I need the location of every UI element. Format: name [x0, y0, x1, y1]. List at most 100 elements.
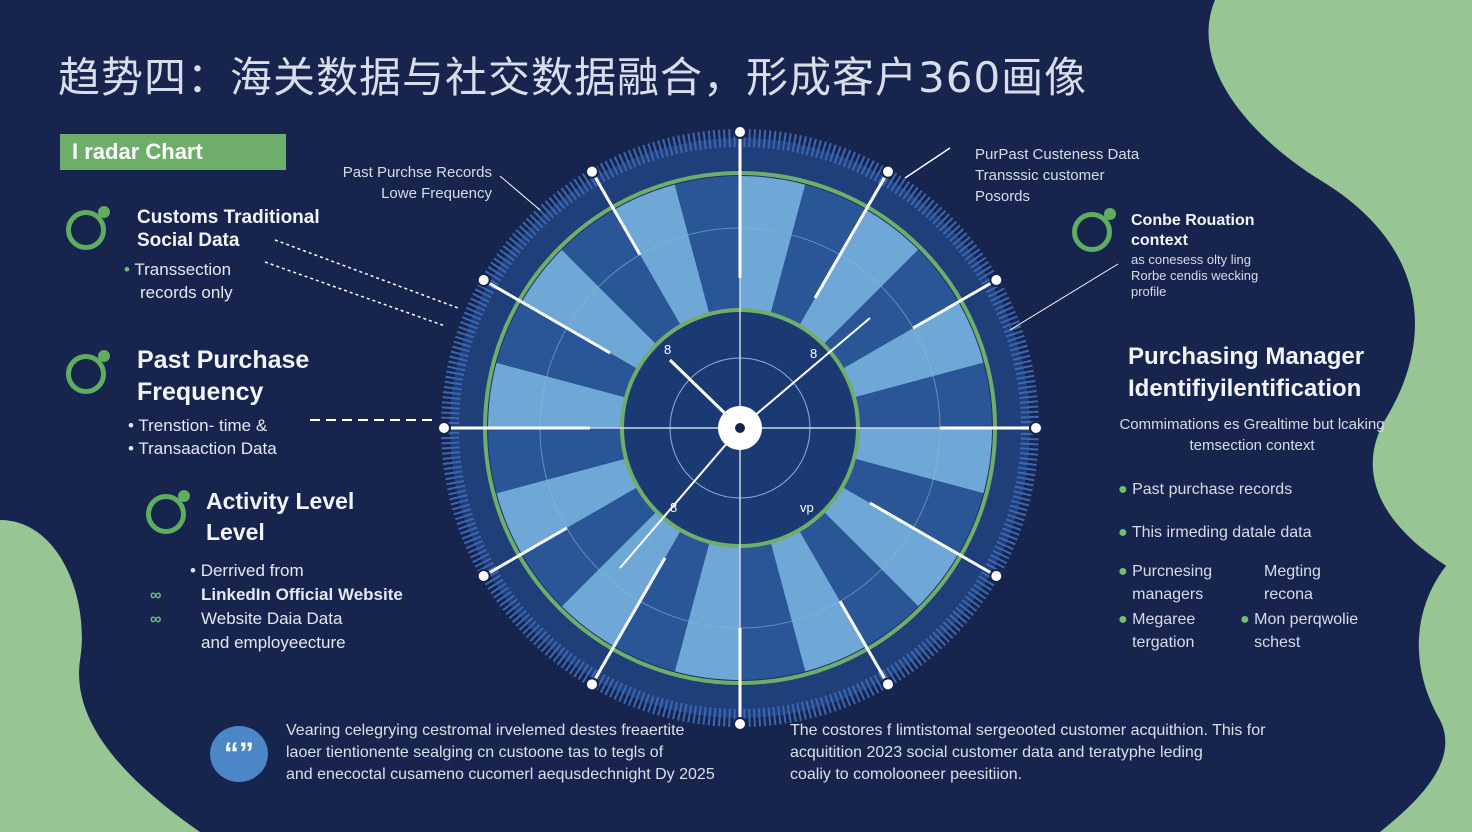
radar-wedge	[561, 511, 681, 647]
radar-spokes	[264, 125, 1119, 731]
right-list-item: ● Mon perqwolie schest	[1240, 608, 1358, 654]
left-block-3-bullet-4: and employeecture	[201, 633, 346, 652]
radar-wedge	[799, 511, 919, 647]
right-list-item-2: This irmeding datale data	[1131, 524, 1312, 541]
radar-wedge	[674, 176, 740, 315]
radar-needle	[739, 317, 871, 429]
left-block-2-title-line-1: Past Purchase	[137, 346, 310, 374]
radar-wedge	[853, 362, 992, 428]
right-list-item-4a: Megaree tergation	[1132, 611, 1196, 651]
right-block-2-sub-line-1: Commimations es Grealtime but lcaking	[1119, 416, 1385, 433]
radar-wedge	[823, 487, 959, 607]
radar-wedge	[521, 249, 657, 369]
footer-left-line-2: laoer tientionente sealging cn custoone …	[286, 744, 664, 761]
target-icon	[66, 350, 110, 394]
radar-mark-2: 8	[810, 346, 818, 361]
radar-wedge	[823, 249, 959, 369]
radar-wedge	[799, 209, 919, 345]
spoke-end-dot	[437, 421, 451, 435]
radar-wedge	[770, 184, 866, 326]
top-right-label-line-2: Transssic customer	[975, 167, 1105, 184]
radar-wedge	[614, 184, 710, 326]
radar-wedge	[770, 530, 866, 672]
footer-right-line-3: coaliy to comolooneer peesitiion.	[790, 766, 1023, 783]
spoke-end-dot	[1029, 421, 1043, 435]
radar-wedge	[496, 458, 638, 554]
right-list-item: ● Megaree tergation	[1118, 608, 1195, 654]
radar-wedge	[488, 362, 627, 428]
left-block-2-bullet-1: Trenstion- time &	[138, 416, 268, 435]
right-list-item: ● Purcnesing managers	[1118, 560, 1212, 606]
spoke-end-dot	[989, 273, 1004, 287]
radar-spoke	[590, 557, 667, 686]
right-block-1-sub: as conesess olty ling Rorbe cendis wecki…	[1131, 252, 1258, 300]
right-block-1-title-line-2: context	[1131, 232, 1188, 249]
radar-spoke	[482, 278, 611, 355]
radar-wedge	[614, 530, 710, 672]
right-list-item-1: Past purchase records	[1132, 481, 1293, 498]
footer-right-line-2: acquitition 2023 social customer data an…	[790, 744, 1203, 761]
right-list-item: ● Past purchase records	[1118, 481, 1293, 498]
top-left-label-line-1: Past Purchse Records	[342, 164, 492, 181]
spoke-end-dot	[585, 164, 599, 179]
quote-icon: “”	[210, 726, 268, 782]
footer-right-line-1: The costores f limtistomal sergeooted cu…	[790, 722, 1266, 739]
radar-spoke	[482, 526, 568, 578]
radar-wedge	[842, 302, 984, 398]
right-block-1-title: Conbe Rouation context	[1131, 211, 1255, 251]
left-block-3-title-line-1: Activity Level	[206, 488, 355, 514]
left-block-3-bullet-1: Derrived from	[200, 561, 304, 580]
radar-spoke	[838, 600, 890, 686]
radar-wedge	[496, 302, 638, 398]
right-block-1-sub-line-2: Rorbe cendis wecking	[1131, 268, 1259, 283]
right-block-2-sub: Commimations es Grealtime but lcaking te…	[1096, 414, 1408, 456]
radar-wedge	[521, 487, 657, 607]
spoke-end-dot	[476, 273, 491, 287]
radar-needle	[619, 427, 741, 569]
connector-line	[499, 175, 541, 211]
left-block-2-bullet-2: Transaaction Data	[138, 439, 277, 458]
right-block-2-sub-line-2: temsection context	[1189, 437, 1315, 454]
left-block-1-bullet-2: records only	[140, 283, 233, 302]
spoke-end-dot	[733, 717, 747, 731]
footer-left-line-3: and enecoctal cusameno cucomerl aequsdec…	[286, 766, 715, 783]
target-icon	[66, 206, 110, 250]
footer-left-text: Vearing celegrying cestromal irvelemed d…	[286, 720, 715, 786]
top-left-label: Past Purchse Records Lowe Frequency	[320, 162, 492, 204]
left-block-1-bullets: • Transsection records only	[124, 260, 233, 302]
left-block-2-bullets: • Trenstion- time & • Transaaction Data	[128, 416, 277, 458]
left-block-1-title: Customs Traditional Social Data	[137, 206, 320, 252]
right-block-2-title: Purchasing Manager Identifiyilentificati…	[1128, 341, 1364, 405]
radar-wedge	[740, 541, 806, 680]
radar-wedge	[842, 458, 984, 554]
radar-wedge	[740, 176, 806, 315]
right-list-item: ● This irmeding datale data	[1118, 524, 1312, 541]
spoke-end-dot	[881, 677, 895, 692]
target-icon	[1072, 208, 1116, 252]
connector-line	[264, 261, 446, 327]
spoke-end-dot	[585, 677, 599, 692]
radar-wedge	[488, 428, 627, 494]
left-block-2-title: Past Purchase Frequency	[137, 344, 309, 408]
connector-line	[1009, 263, 1119, 331]
left-block-2-title-line-2: Frequency	[137, 378, 264, 406]
chart-badge: I radar Chart	[60, 134, 286, 170]
radar-wedge	[674, 541, 740, 680]
left-block-3-title: Activity Level Level	[206, 486, 354, 548]
radar-center-dot	[735, 423, 745, 433]
right-block-2-title-line-2: Identifiyilentification	[1128, 375, 1362, 402]
radar-wedge	[561, 209, 681, 345]
left-block-1-bullet-1: Transsection	[134, 260, 232, 279]
right-block-1-sub-line-1: as conesess olty ling	[1131, 252, 1251, 267]
footer-right-text: The costores f limtistomal sergeooted cu…	[790, 720, 1265, 786]
left-block-3-bullets: • Derrived from LinkedIn Official Websit…	[190, 559, 403, 655]
radar-spoke	[912, 278, 998, 330]
right-list-item-3b: Megting recona	[1264, 563, 1321, 603]
spoke-end-dot	[881, 164, 895, 179]
target-icon	[146, 490, 190, 534]
radar-wedge	[853, 428, 992, 494]
left-block-3-bullet-2: LinkedIn Official Website	[201, 585, 403, 604]
radar-mark-3: 8	[670, 500, 678, 515]
